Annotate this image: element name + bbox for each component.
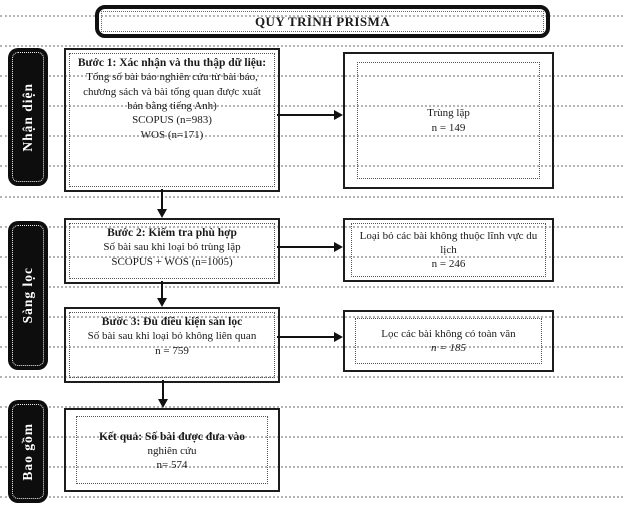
sidebox-no-fulltext-label: Lọc các bài không có toàn văn	[381, 327, 516, 340]
sidebox-out-of-scope-count: n = 246	[431, 258, 466, 271]
step1-inner-frame: Bước 1: Xác nhận và thu thập dữ liệu: Tổ…	[69, 53, 275, 187]
result-heading: Kết quả: Số bài được đưa vào	[98, 430, 246, 443]
ruled-line	[0, 226, 623, 228]
stage-included-frame: Bao gồm	[12, 404, 44, 499]
ruled-line	[0, 436, 623, 438]
step2-box: Bước 2: Kiểm tra phù hợp Số bài sau khi …	[64, 218, 280, 284]
stage-screening: Sàng lọc	[8, 221, 48, 370]
step1-count-wos: WOS (n=171)	[140, 128, 204, 141]
step2-count: SCOPUS + WOS (n=1005)	[111, 255, 233, 268]
arrow-step1-to-step2	[157, 189, 167, 218]
stage-identification-frame: Nhận diện	[12, 52, 44, 182]
ruled-line	[0, 316, 623, 318]
sidebox-out-of-scope: Loại bỏ các bài không thuộc lĩnh vực du …	[343, 218, 554, 282]
title-inner-frame: QUY TRÌNH PRISMA	[101, 11, 544, 32]
ruled-line	[0, 135, 623, 137]
stage-screening-label: Sàng lọc	[20, 267, 35, 324]
sidebox-out-of-scope-label: Loại bỏ các bài không thuộc lĩnh vực du …	[359, 229, 538, 256]
result-inner-frame: Kết quả: Số bài được đưa vào nghiên cứu …	[76, 416, 268, 484]
sidebox-duplicates-label: Trùng lặp	[427, 107, 470, 120]
diagram-title: QUY TRÌNH PRISMA	[255, 13, 390, 29]
sidebox-out-of-scope-frame: Loại bỏ các bài không thuộc lĩnh vực du …	[351, 223, 546, 277]
stage-screening-frame: Sàng lọc	[12, 225, 44, 366]
stage-identification-label: Nhận diện	[20, 82, 35, 152]
ruled-line	[0, 286, 623, 288]
arrow-step1-to-duplicates	[277, 110, 343, 120]
ruled-line	[0, 105, 623, 107]
arrow-step3-to-result	[158, 380, 168, 408]
sidebox-no-fulltext: Lọc các bài không có toàn văn n = 185	[343, 310, 554, 372]
arrow-step3-to-no-fulltext	[277, 332, 343, 342]
ruled-line	[0, 45, 623, 47]
ruled-line	[0, 406, 623, 408]
sidebox-no-fulltext-count: n = 185	[431, 342, 466, 354]
ruled-line	[0, 196, 623, 198]
step1-heading: Bước 1: Xác nhận và thu thập dữ liệu:	[77, 57, 267, 69]
step3-count: n = 759	[155, 344, 189, 357]
sidebox-duplicates: Trùng lặp n = 149	[343, 52, 554, 189]
stage-included-label: Bao gồm	[20, 422, 35, 481]
ruled-line	[0, 376, 623, 378]
sidebox-no-fulltext-frame: Lọc các bài không có toàn văn n = 185	[355, 318, 542, 364]
stage-identification: Nhận diện	[8, 48, 48, 186]
step2-inner-frame: Bước 2: Kiểm tra phù hợp Số bài sau khi …	[69, 223, 275, 279]
arrow-step2-to-step3	[157, 281, 167, 307]
ruled-line	[0, 466, 623, 468]
step3-heading: Bước 3: Đủ điều kiện sàn lọc	[101, 316, 243, 328]
ruled-line	[0, 75, 623, 77]
result-body: nghiên cứu	[147, 444, 197, 457]
arrow-step2-to-out-of-scope	[277, 242, 343, 252]
ruled-line	[0, 15, 623, 17]
title-box: QUY TRÌNH PRISMA	[95, 5, 550, 38]
result-count: n= 574	[156, 459, 188, 472]
step2-heading: Bước 2: Kiểm tra phù hợp	[107, 227, 237, 239]
step3-inner-frame: Bước 3: Đủ điều kiện sàn lọc Số bài sau …	[69, 312, 275, 378]
ruled-line	[0, 346, 623, 348]
step3-box: Bước 3: Đủ điều kiện sàn lọc Số bài sau …	[64, 307, 280, 383]
step2-body: Số bài sau khi loại bỏ trùng lặp	[103, 241, 241, 254]
stage-included: Bao gồm	[8, 400, 48, 503]
sidebox-duplicates-frame: Trùng lặp n = 149	[357, 62, 540, 179]
ruled-line	[0, 256, 623, 258]
step1-count-scopus: SCOPUS (n=983)	[132, 114, 212, 127]
sidebox-duplicates-count: n = 149	[431, 121, 466, 134]
result-box: Kết quả: Số bài được đưa vào nghiên cứu …	[64, 408, 280, 492]
step3-body: Số bài sau khi loại bỏ không liên quan	[87, 330, 257, 343]
step1-body: Tổng số bài báo nghiên cứu từ bài báo, c…	[83, 71, 261, 112]
ruled-line	[0, 496, 623, 498]
step1-box: Bước 1: Xác nhận và thu thập dữ liệu: Tổ…	[64, 48, 280, 192]
ruled-line	[0, 165, 623, 167]
